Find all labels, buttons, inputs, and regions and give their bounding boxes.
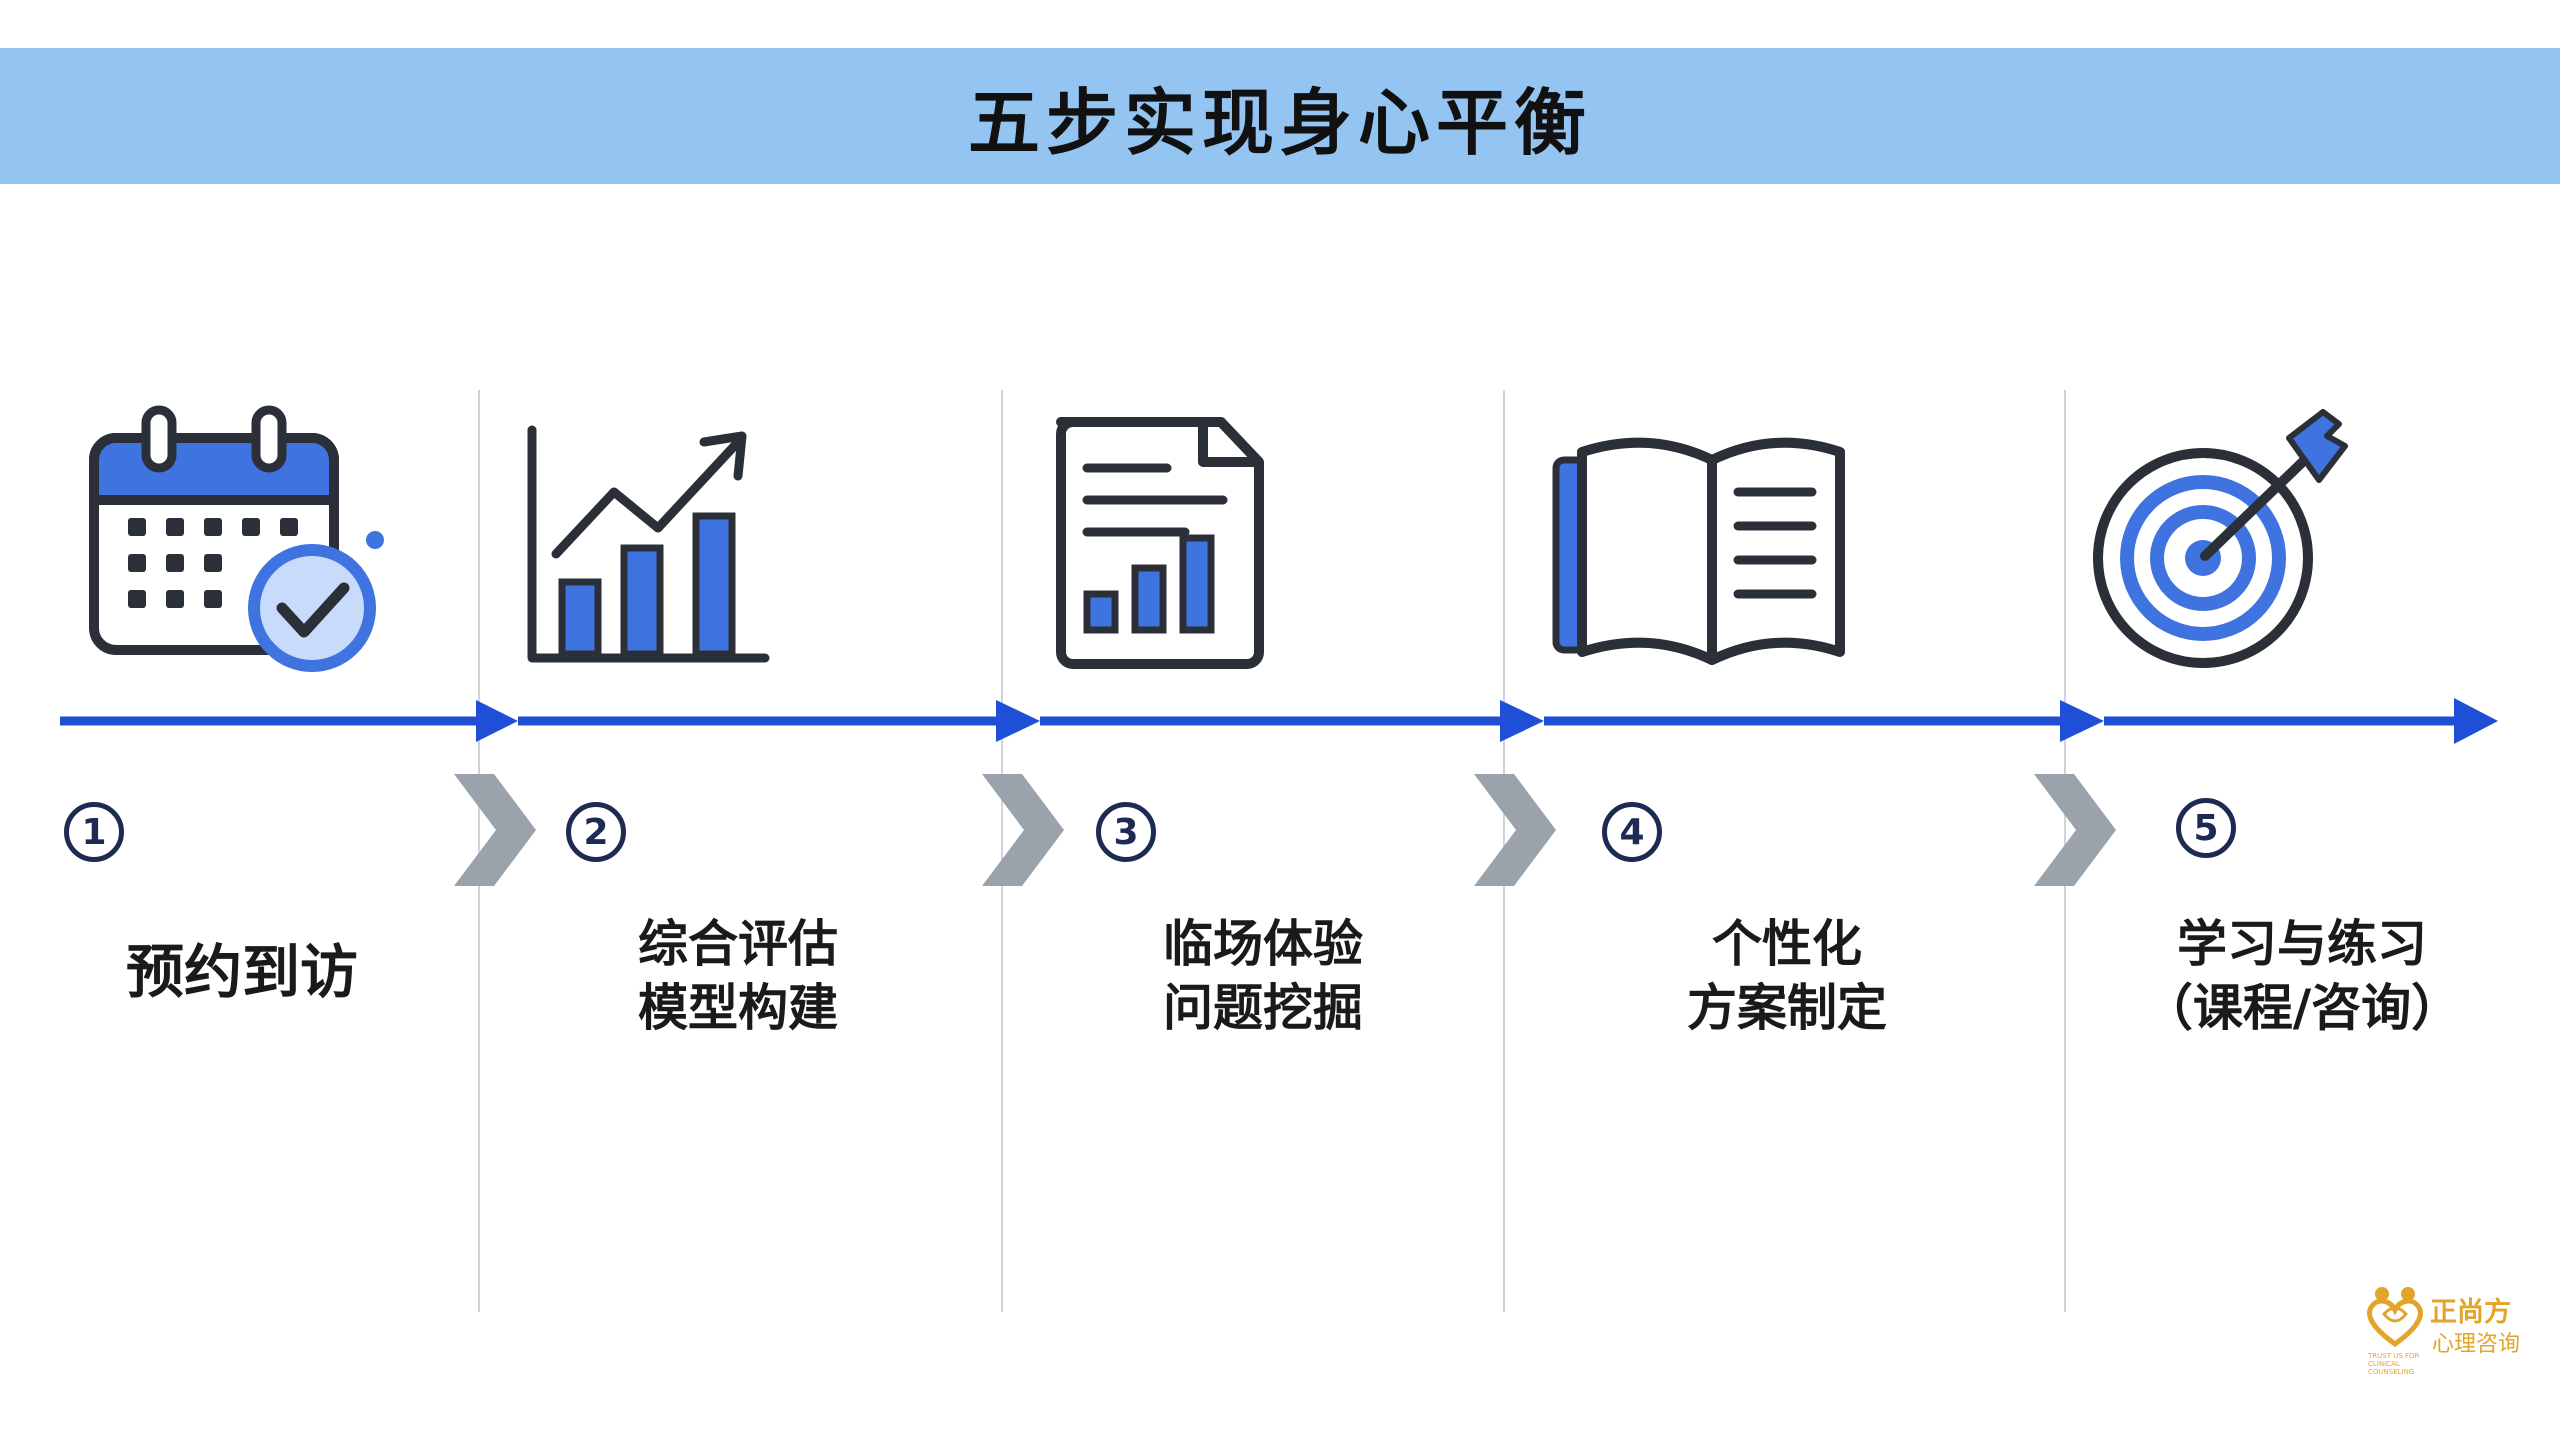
step-label-line: 学习与练习 <box>2177 915 2427 973</box>
timeline-arrow <box>518 700 1040 742</box>
step-label-line: 方案制定 <box>1687 979 1887 1037</box>
step-label: 综合评估 模型构建 <box>518 912 958 1040</box>
page-title: 五步实现身心平衡 <box>967 79 1592 165</box>
company-logo: 正尚方 心理咨询 TRUST US FOR CLINICAL COUNSELIN… <box>2360 1280 2550 1390</box>
chevron-right-icon <box>454 774 536 886</box>
chevron-right-icon <box>1474 774 1556 886</box>
step-label-line: 模型构建 <box>638 979 838 1037</box>
step-label-line: 预约到访 <box>125 938 358 1006</box>
target-arrow-icon <box>2093 409 2348 668</box>
step-number: 4 <box>1602 802 1662 862</box>
timeline-arrow <box>60 700 518 742</box>
timeline-arrow <box>1544 700 2104 742</box>
timeline-arrow <box>2104 698 2498 744</box>
calendar-check-icon <box>89 405 384 672</box>
step-label-line: 问题挖掘 <box>1163 979 1363 1037</box>
logo-subtitle: 心理咨询 <box>2432 1332 2521 1357</box>
document-report-icon <box>1056 417 1264 669</box>
step-label: 预约到访 <box>22 940 462 1004</box>
chevron-right-icon <box>982 774 1064 886</box>
title-banner: 五步实现身心平衡 <box>0 48 2560 184</box>
step-number: 3 <box>1096 802 1156 862</box>
bar-chart-growth-icon <box>527 425 770 663</box>
step-divider <box>478 390 480 1312</box>
logo-tagline: TRUST US FOR CLINICAL COUNSELING <box>2368 1352 2420 1376</box>
step-label-line: 个性化 <box>1712 915 1862 973</box>
timeline-arrow <box>1040 700 1544 742</box>
heart-logo-icon <box>2367 1287 2423 1348</box>
step-label: 个性化 方案制定 <box>1567 912 2007 1040</box>
step-number: 2 <box>566 802 626 862</box>
step-number: 5 <box>2176 798 2236 858</box>
step-label-line: 综合评估 <box>638 915 838 973</box>
step-label-line: （课程/咨询） <box>2142 979 2462 1037</box>
step-label: 临场体验 问题挖掘 <box>1043 912 1483 1040</box>
step-label-line: 临场体验 <box>1163 915 1363 973</box>
logo-name: 正尚方 <box>2430 1297 2511 1328</box>
chevron-right-icon <box>2034 774 2116 886</box>
step-label: 学习与练习 （课程/咨询） <box>2082 912 2522 1040</box>
timeline <box>60 698 2498 744</box>
step-number: 1 <box>64 802 124 862</box>
open-book-icon <box>1552 437 1845 665</box>
step-divider <box>1001 390 1003 1312</box>
